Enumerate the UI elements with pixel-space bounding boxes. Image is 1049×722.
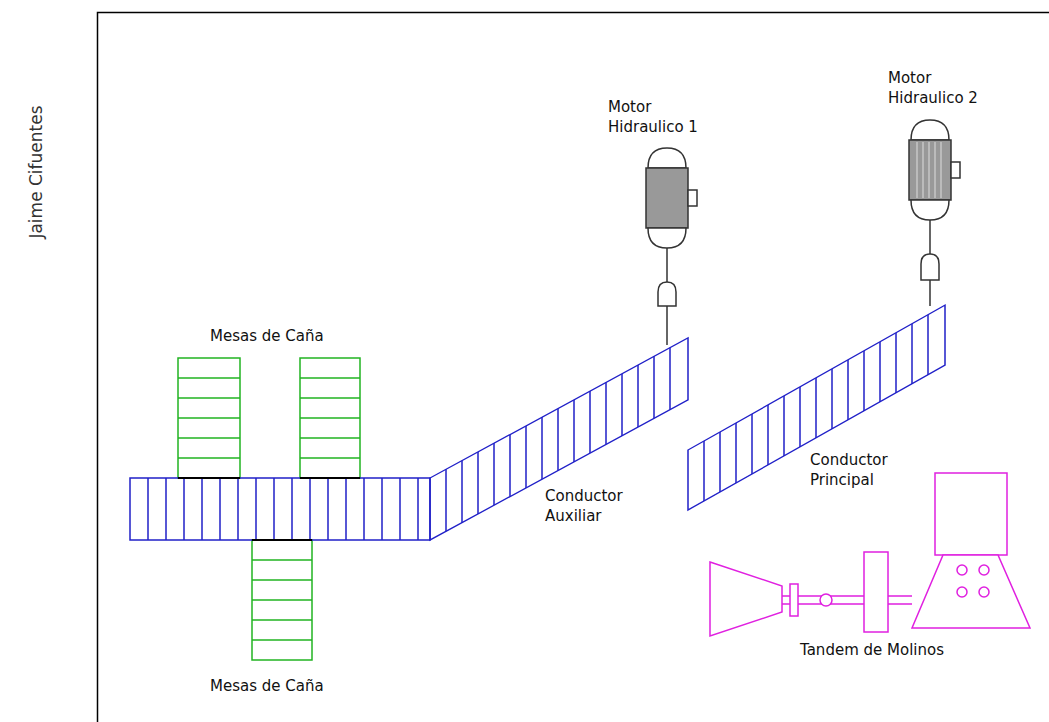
conveyor-label: Conductor Auxiliar [545, 486, 645, 526]
main-conveyor [688, 305, 945, 510]
cane-table [300, 358, 360, 478]
cane-table [252, 540, 312, 660]
hydraulic-motor [909, 120, 960, 306]
frame-line [98, 13, 1049, 722]
auxiliary-conveyor [430, 338, 688, 540]
mill-label: Tandem de Molinos [800, 640, 944, 660]
table-junction [178, 478, 360, 540]
motor-label: Motor Hidraulico 2 [888, 68, 1006, 108]
mill-tandem [710, 473, 1030, 636]
table-label: Mesas de Caña [210, 326, 324, 346]
hydraulic-motor [646, 148, 697, 345]
cane-table [178, 358, 240, 478]
table-label: Mesas de Caña [210, 676, 324, 696]
author-label: Jaime Cifuentes [26, 105, 46, 238]
horizontal-conveyor [130, 478, 430, 540]
motor-label: Motor Hidraulico 1 [608, 97, 726, 137]
conveyor-label: Conductor Principal [810, 450, 910, 490]
